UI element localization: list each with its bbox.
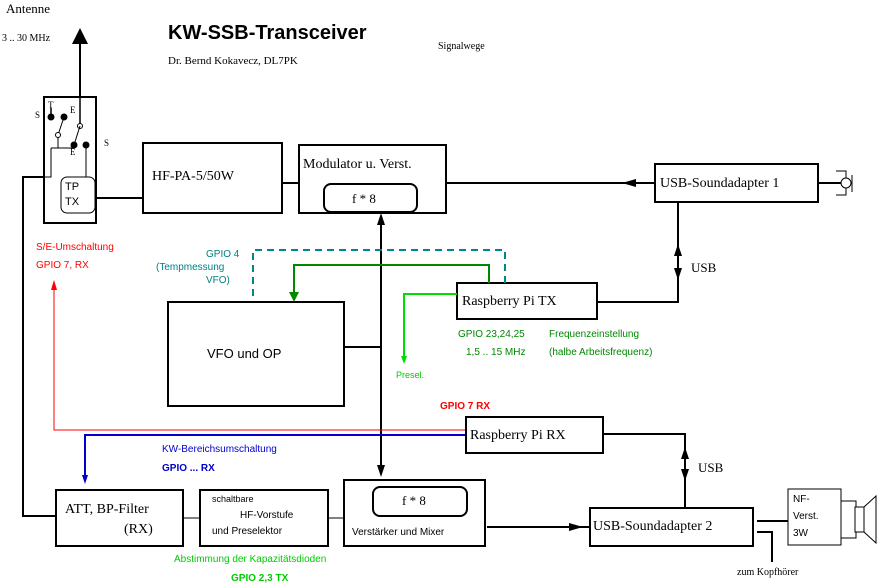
page-title: KW-SSB-Transceiver xyxy=(168,22,367,44)
se-switch-line xyxy=(53,284,466,431)
switch-e-top: E xyxy=(70,105,76,115)
halbe-freq-label: (halbe Arbeitsfrequenz) xyxy=(549,347,653,358)
gpio23-tx-label: GPIO 2,3 TX xyxy=(231,573,289,584)
kw-bereich-label: KW-Bereichsumschaltung xyxy=(162,444,277,455)
switch-s-right: S xyxy=(104,138,110,148)
usb-sound2-box xyxy=(589,507,754,547)
abstimmung-label: Abstimmung der Kapazitätsdioden xyxy=(174,554,327,565)
se-umschaltung-label: S/E-Umschaltung xyxy=(36,242,114,253)
tempmessung-label: (Tempmessung xyxy=(156,262,225,273)
mixer-label: Verstärker und Mixer xyxy=(352,527,445,538)
switch-contacts xyxy=(44,97,90,178)
antenna-range: 3 .. 30 MHz xyxy=(2,33,51,44)
vfo-label: VFO und OP xyxy=(207,346,282,361)
usb-sound2-label: USB-Soundadapter 2 xyxy=(593,519,713,534)
modulator-mult-label: f * 8 xyxy=(352,191,376,206)
usb1-label: USB xyxy=(691,260,717,275)
hfpa-box xyxy=(142,142,283,214)
band-switch-line xyxy=(84,434,466,478)
nf-amp-line2: Verst. xyxy=(793,511,819,522)
author: Dr. Bernd Kokavecz, DL7PK xyxy=(168,55,298,67)
vfo-paren-label: VFO) xyxy=(206,275,230,286)
gpio7-rx-label: GPIO 7 RX xyxy=(440,401,491,412)
hf-vorstufe-line2: HF-Vorstufe xyxy=(240,510,294,521)
att-line1: ATT, BP-Filter xyxy=(65,502,149,517)
att-box xyxy=(55,489,184,547)
presel-line xyxy=(403,293,457,358)
tp-line1: TP xyxy=(65,181,80,193)
gpio4-label: GPIO 4 xyxy=(206,249,240,260)
gpio-rx-label: GPIO ... RX xyxy=(162,463,215,474)
speaker-icon xyxy=(841,494,877,545)
tp-line2: TX xyxy=(65,196,80,208)
switch-e-bottom: E xyxy=(70,147,76,157)
switch-t: T xyxy=(48,100,54,110)
att-line2: (RX) xyxy=(124,522,153,537)
switch-box xyxy=(43,96,97,224)
hf-vorstufe-box xyxy=(199,489,329,547)
rpi-rx-label: Raspberry Pi RX xyxy=(470,428,566,443)
rpi-tx-label: Raspberry Pi TX xyxy=(462,294,557,309)
modulator-mult-box xyxy=(323,183,418,213)
arrow-to-modulator xyxy=(622,179,636,187)
rx-path-line xyxy=(22,176,56,517)
rpi-tx-box xyxy=(456,282,598,320)
hf-vorstufe-line3: und Preselektor xyxy=(212,526,283,537)
tp-tx-filter xyxy=(60,176,96,214)
kopfhoerer-label: zum Kopfhörer xyxy=(737,567,799,578)
mixer-mult-label: f * 8 xyxy=(402,493,426,508)
usb2-arrows xyxy=(681,447,689,481)
mixer-mult-box xyxy=(372,486,468,517)
presel-label: Presel. xyxy=(396,370,425,380)
modulator-label: Modulator u. Verst. xyxy=(303,157,412,172)
freq-control-line xyxy=(293,264,490,297)
gpio-tx-label: GPIO 23,24,25 xyxy=(458,329,525,340)
hfpa-label: HF-PA-5/50W xyxy=(152,169,234,184)
usb1-arrows xyxy=(674,244,682,280)
subtitle: Signalwege xyxy=(438,41,485,52)
nf-amp-box xyxy=(787,488,842,546)
nf-amp-line1: NF- xyxy=(793,494,810,505)
antenna-label: Antenne xyxy=(6,1,51,16)
vfo-box xyxy=(167,301,345,407)
gpio4-temp-line xyxy=(252,249,506,296)
freq-einstellung-label: Frequenzeinstellung xyxy=(549,329,640,340)
usb2-label: USB xyxy=(698,460,724,475)
usb-sound1-label: USB-Soundadapter 1 xyxy=(660,176,780,191)
freq-range-label: 1,5 .. 15 MHz xyxy=(466,347,526,358)
rpi-rx-box xyxy=(465,416,604,454)
gpio7-rx-left-label: GPIO 7, RX xyxy=(36,260,89,271)
switch-s-left: S xyxy=(35,110,41,120)
microphone-icon xyxy=(836,170,853,196)
nf-amp-line3: 3W xyxy=(793,528,808,539)
hf-vorstufe-line1: schaltbare xyxy=(212,494,254,504)
